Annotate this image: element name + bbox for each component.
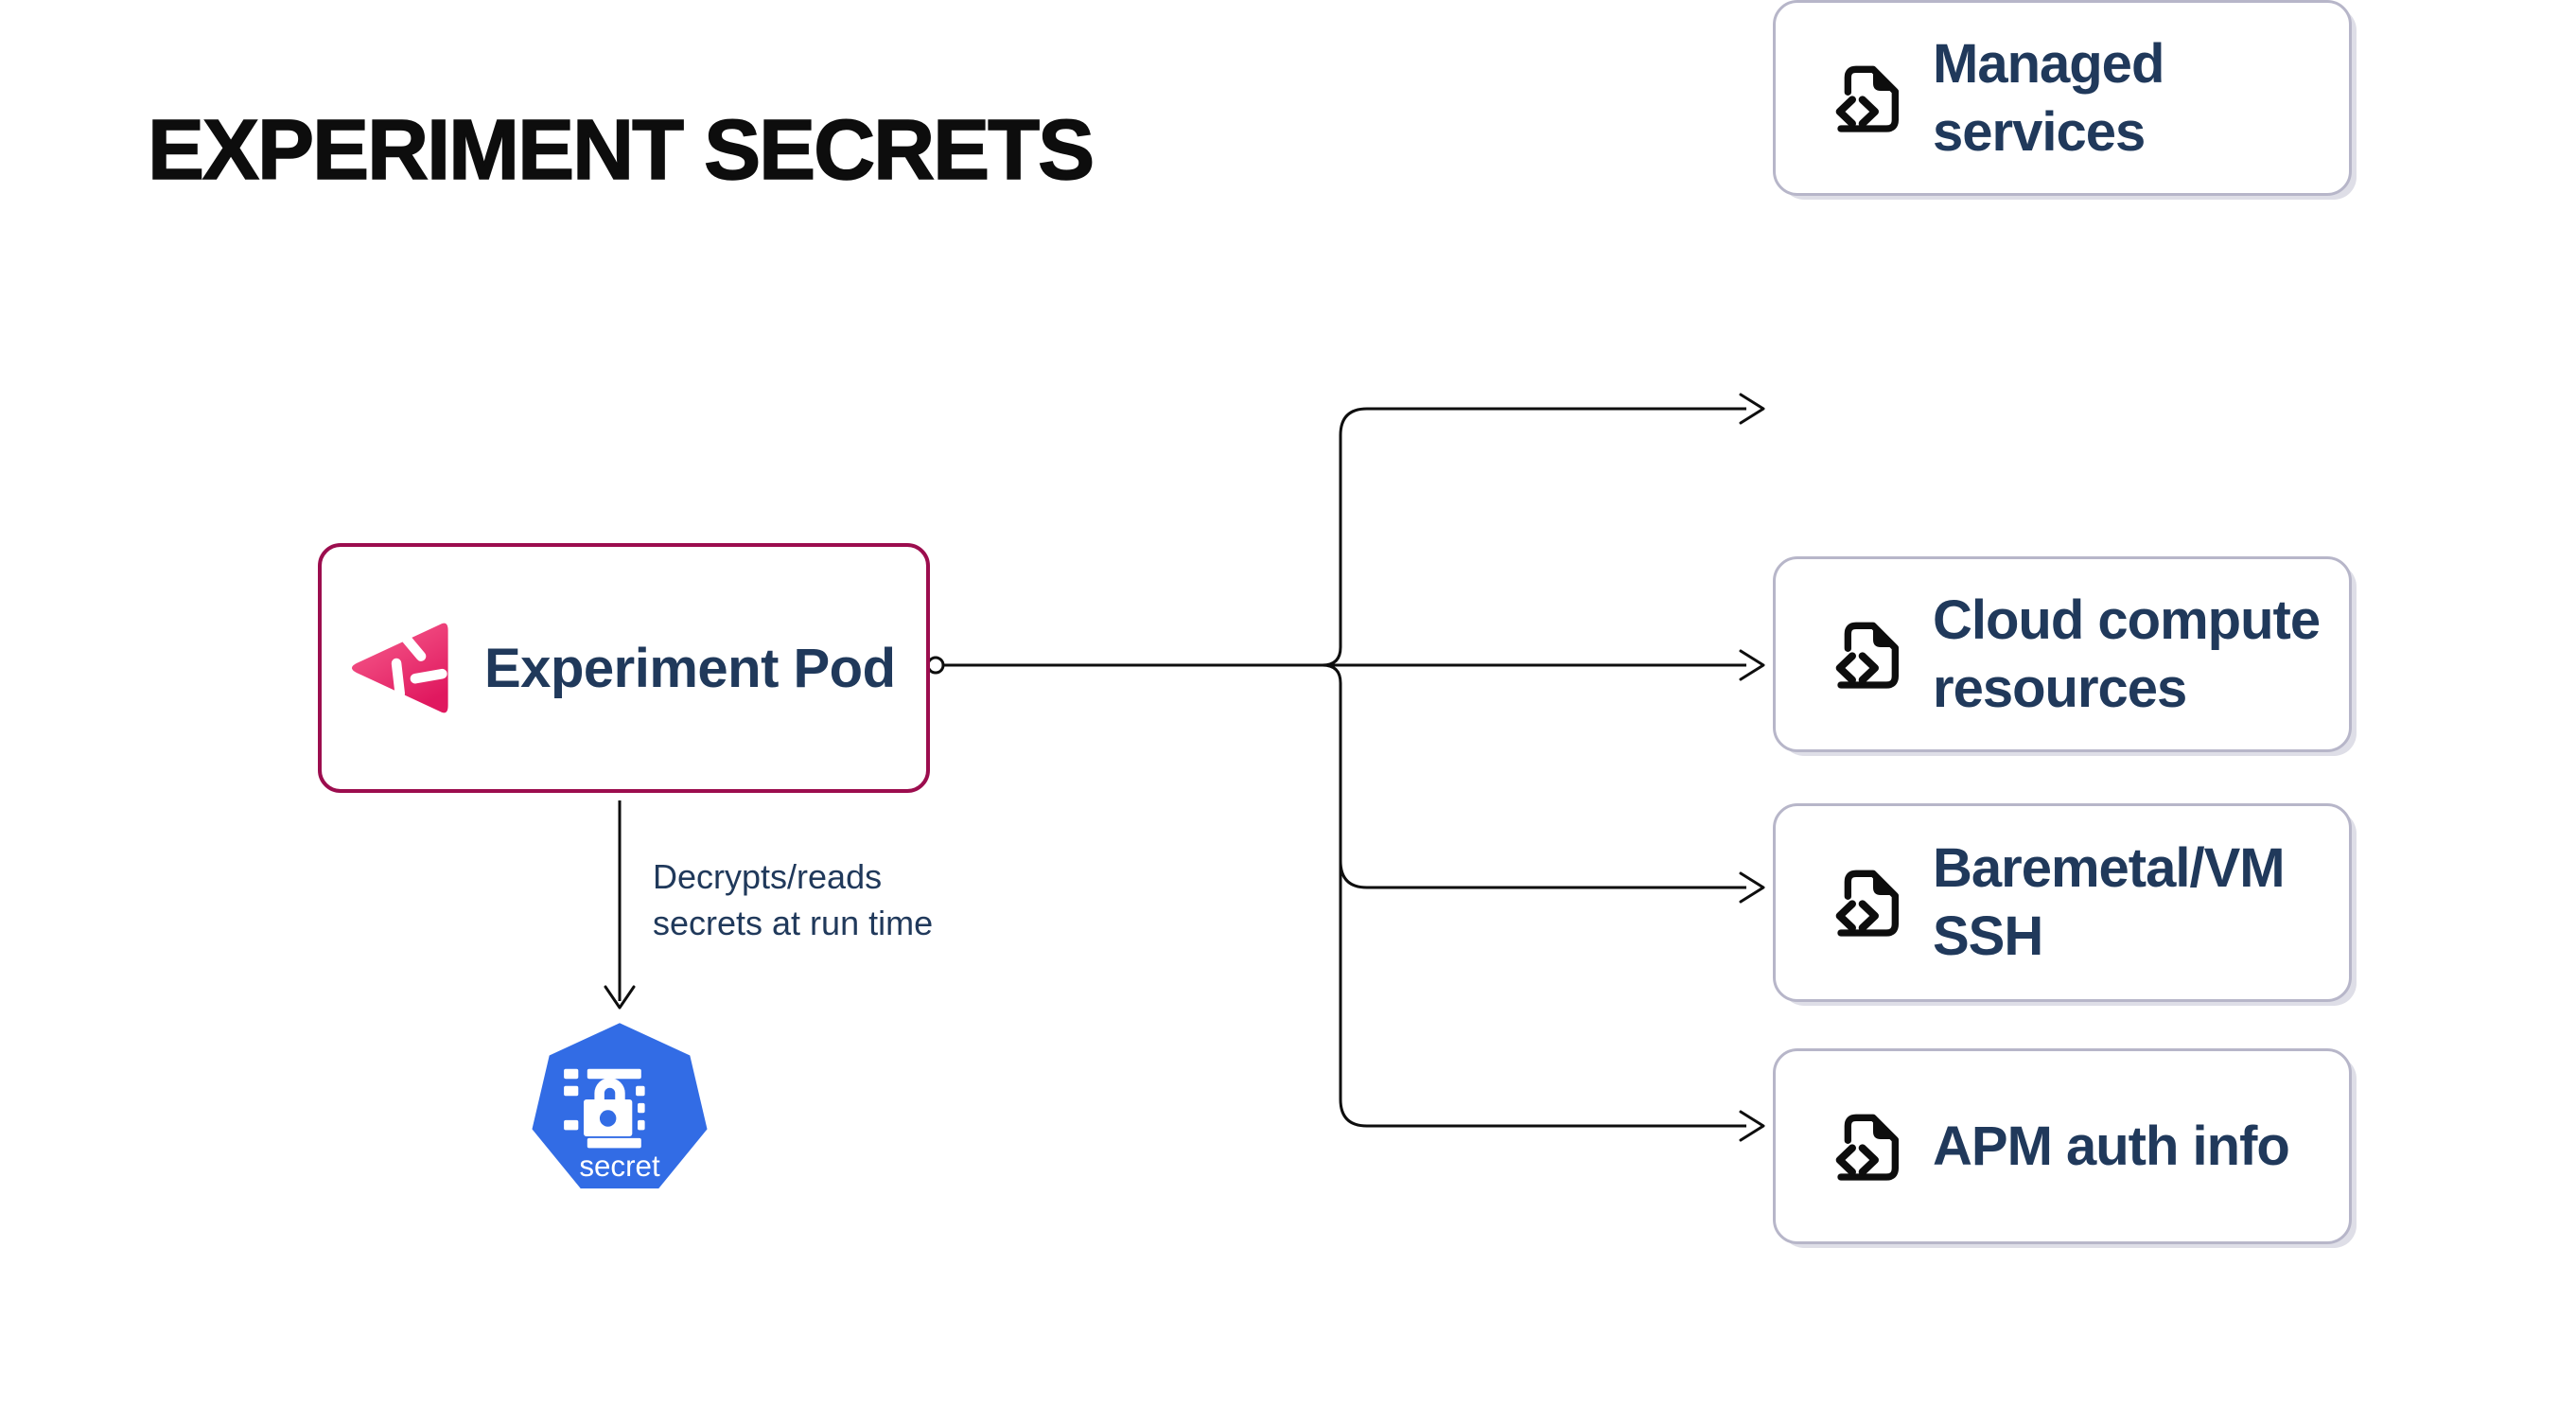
file-code-icon — [1835, 1114, 1899, 1181]
kubernetes-secret-icon: secret — [532, 1023, 708, 1189]
pod-output-port — [926, 656, 945, 675]
file-code-icon — [1835, 622, 1899, 689]
target-node-apm-auth-info: APM auth info — [1773, 1048, 2352, 1244]
edge-annotation: Decrypts/reads secrets at run time — [653, 857, 934, 942]
arrowheads — [604, 393, 1765, 1142]
target-node-baremetal-vm-ssh: Baremetal/VM SSH — [1773, 803, 2352, 1002]
file-code-icon — [1835, 65, 1899, 132]
target-label: APM auth info — [1933, 1115, 2290, 1177]
edge-pod-to-managed-services — [1322, 407, 1746, 667]
target-label: Baremetal/VM SSH — [1933, 837, 2286, 967]
secret-label: secret — [579, 1150, 660, 1183]
experiment-pod-node: Experiment Pod — [318, 543, 930, 793]
target-node-cloud-compute: Cloud compute resources — [1773, 556, 2352, 752]
file-code-icon — [1835, 870, 1899, 937]
target-label: Cloud compute resources — [1933, 589, 2321, 719]
litmus-chaos-icon — [351, 623, 448, 713]
edge-pod-to-baremetal — [1322, 663, 1746, 889]
target-node-managed-services: Managed services — [1773, 0, 2352, 196]
target-label: Managed services — [1933, 32, 2164, 163]
keyhole — [599, 1110, 617, 1127]
page-title: EXPERIMENT SECRETS — [147, 102, 1095, 199]
experiment-pod-label: Experiment Pod — [484, 637, 896, 699]
edge-pod-to-apm — [1339, 856, 1746, 1128]
